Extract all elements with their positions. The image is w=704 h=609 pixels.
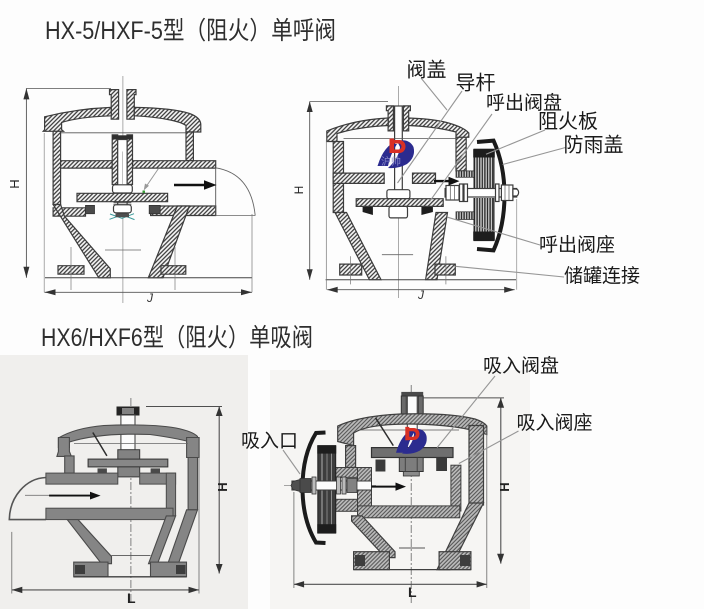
svg-text:HX-5/HXF-5型（阻火）单呼阀: HX-5/HXF-5型（阻火）单呼阀 xyxy=(45,17,336,45)
svg-text:H: H xyxy=(292,186,306,195)
svg-text:H: H xyxy=(7,179,22,188)
svg-text:导杆: 导杆 xyxy=(456,72,496,95)
svg-text:防雨盖: 防雨盖 xyxy=(564,134,624,157)
svg-text:HX6/HXF6型（阻火）单吸阀: HX6/HXF6型（阻火）单吸阀 xyxy=(41,324,313,352)
svg-text:阀盖: 阀盖 xyxy=(407,59,447,82)
svg-text:储罐连接: 储罐连接 xyxy=(564,265,640,287)
svg-text:L: L xyxy=(127,590,136,606)
svg-text:H: H xyxy=(215,482,230,491)
svg-text:沪帅: 沪帅 xyxy=(381,155,401,168)
svg-text:J: J xyxy=(146,291,154,305)
svg-text:吸入阀座: 吸入阀座 xyxy=(517,412,593,434)
svg-text:呼出阀座: 呼出阀座 xyxy=(539,234,615,256)
svg-text:H: H xyxy=(497,482,512,491)
svg-text:吸入阀盘: 吸入阀盘 xyxy=(483,355,559,377)
svg-text:阻火板: 阻火板 xyxy=(538,110,598,133)
svg-text:J: J xyxy=(417,288,425,302)
svg-text:呼出阀盘: 呼出阀盘 xyxy=(486,92,562,114)
svg-text:L: L xyxy=(408,584,417,600)
svg-text:吸入口: 吸入口 xyxy=(241,431,298,452)
